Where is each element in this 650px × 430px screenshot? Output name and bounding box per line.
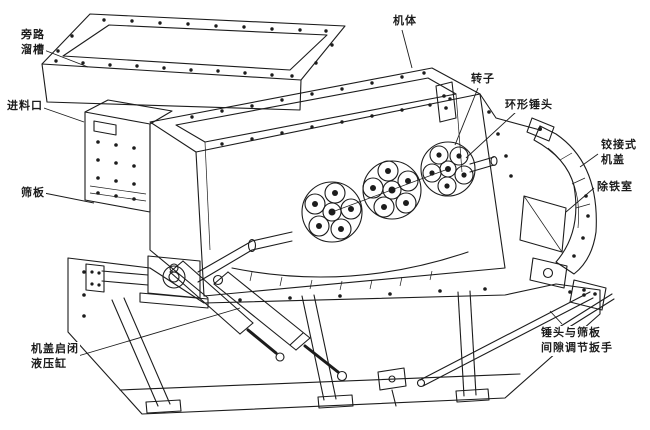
label-line: 转子 [471,73,495,85]
rotor-drawing [197,141,498,283]
label-line: 间隙调节扳手 [541,341,613,354]
label-line: 机盖 [601,153,625,166]
housing-body [149,81,541,299]
label-line: 进料口 [7,100,43,112]
label-iron-removal-chamber: 除铁室 [596,180,634,195]
label-line: 机盖启闭 [31,343,79,355]
label-rotor: 转子 [470,72,496,87]
hydraulic-cylinder-drawing [169,260,348,382]
label-line: 环形锤头 [505,99,553,111]
bearing-pedestal [85,255,209,309]
label-gap-adjustment-wrench: 锤头与筛板 间隙调节扳手 [540,326,614,356]
label-cover-hydraulic-cylinder: 机盖启闭 液压缸 [30,342,80,372]
label-screen-plate: 筛板 [20,186,46,201]
label-bypass-chute: 旁路 溜槽 [20,28,46,58]
label-line: 锤头与筛板 [541,327,601,339]
label-line: 筛板 [21,187,45,199]
label-line: 旁路 [21,29,45,41]
label-line: 机体 [393,15,417,27]
label-machine-body: 机体 [392,14,418,29]
housing-top-rim [149,67,481,153]
base-frame [67,257,601,415]
leader-lines [40,29,599,357]
label-line: 除铁室 [597,181,633,193]
label-ring-hammers: 环形锤头 [504,98,554,113]
label-line: 液压缸 [31,357,67,370]
iron-removal-chamber-drawing [519,195,567,253]
label-hinged-cover: 铰接式 机盖 [600,138,638,168]
adjustment-wrench-drawing [416,257,615,388]
bypass-chute-drawing [41,13,346,111]
label-feed-inlet: 进料口 [6,99,44,114]
feed-inlet-drawing [84,99,173,213]
hinged-cover-drawing [526,117,597,275]
label-line: 溜槽 [21,43,45,56]
label-line: 铰接式 [601,139,637,151]
